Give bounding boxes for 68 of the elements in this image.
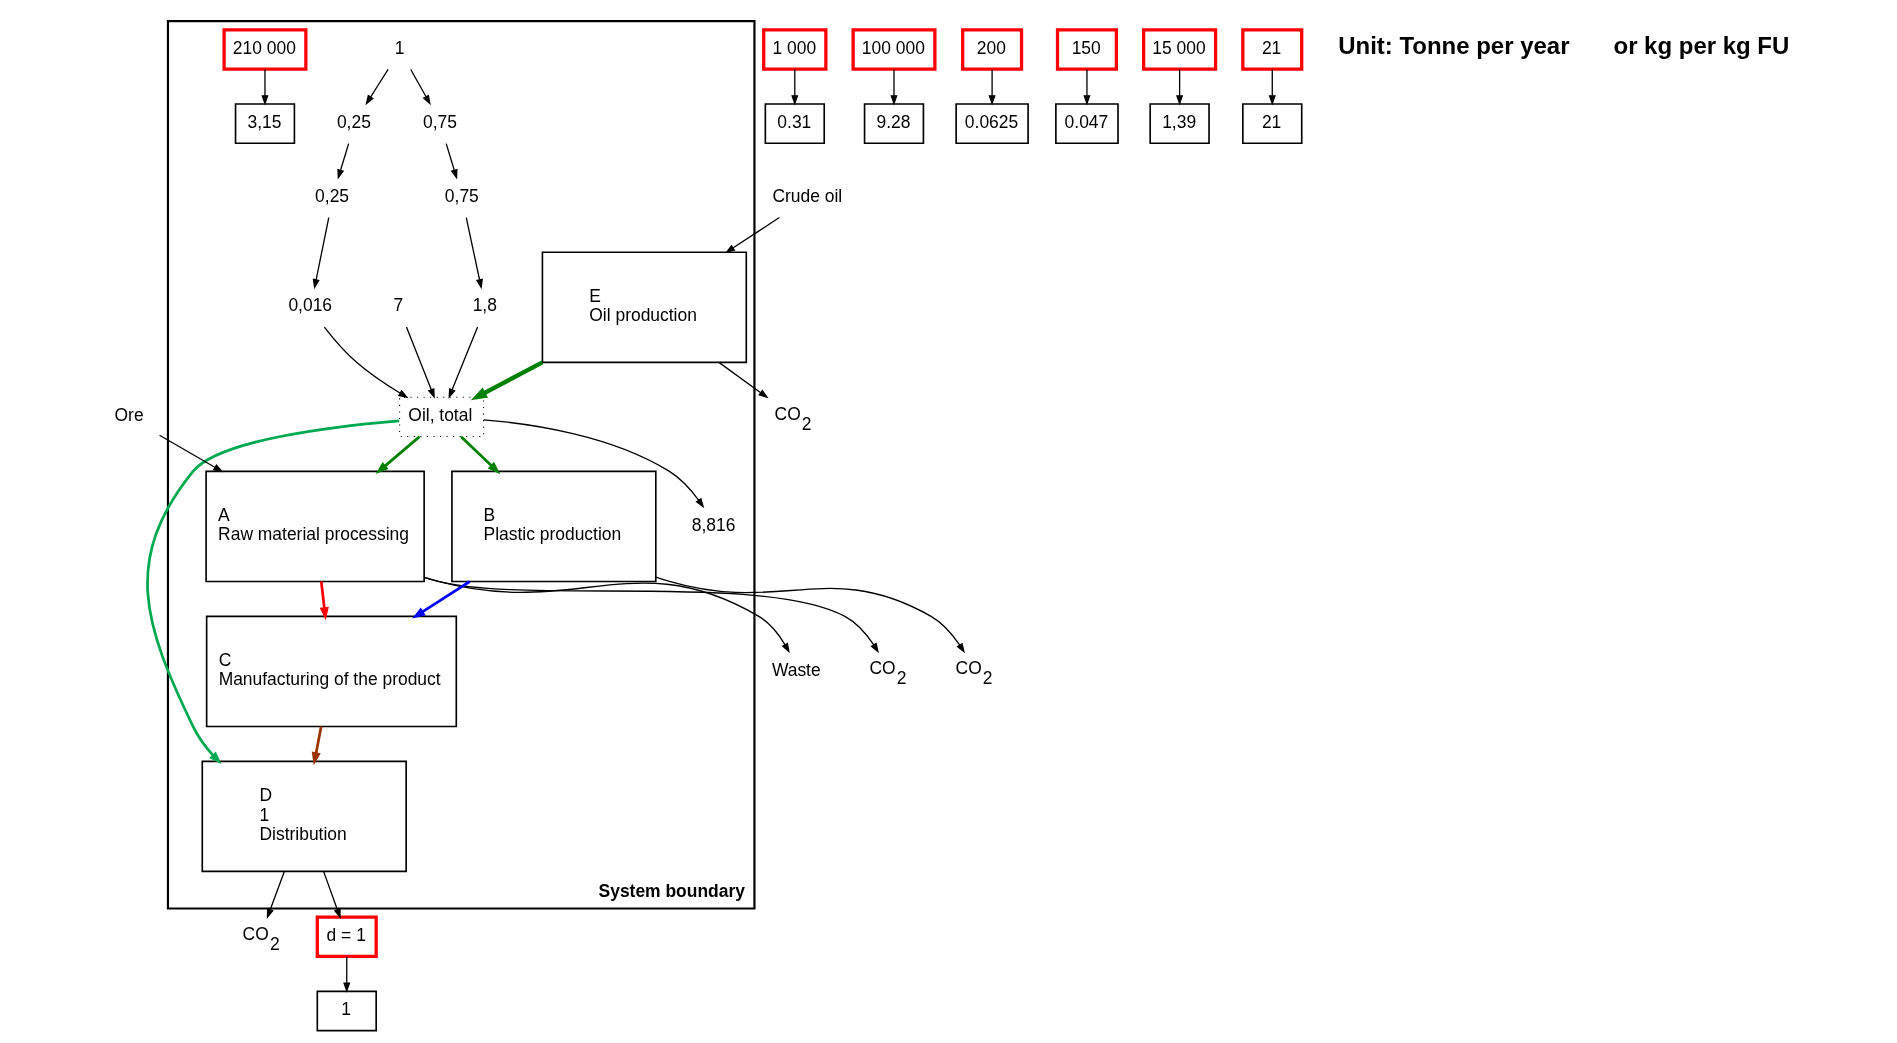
arrow bbox=[365, 68, 389, 106]
arrow bbox=[483, 419, 705, 509]
node-box: 1 bbox=[316, 990, 377, 1032]
node-box: C Manufacturing of the product bbox=[205, 615, 458, 728]
node-box: 1,39 bbox=[1149, 103, 1210, 145]
label: Unit: Tonne per year bbox=[1338, 32, 1570, 60]
node-box: 210 000 bbox=[222, 28, 308, 71]
node-text: 0,016 bbox=[288, 295, 333, 316]
node-box: 0.31 bbox=[764, 103, 826, 145]
node-box: 0.0625 bbox=[955, 103, 1029, 145]
label: or kg per kg FU bbox=[1613, 32, 1790, 60]
arrow bbox=[448, 326, 479, 399]
arrow bbox=[423, 576, 879, 654]
node-box: 21 bbox=[1242, 103, 1303, 145]
arrow bbox=[1268, 68, 1276, 106]
node-text: 1 bbox=[394, 37, 405, 58]
arrow bbox=[158, 434, 224, 473]
node-box: 100 000 bbox=[851, 28, 937, 71]
arrow bbox=[323, 326, 409, 399]
node-box: 0.047 bbox=[1055, 103, 1119, 145]
node-box: 9.28 bbox=[863, 103, 925, 145]
arrow bbox=[312, 216, 330, 290]
arrow bbox=[1083, 68, 1091, 106]
arrow bbox=[1176, 68, 1184, 106]
arrow bbox=[410, 68, 431, 106]
arrow bbox=[460, 435, 501, 475]
arrow bbox=[655, 576, 965, 654]
node-text: 7 bbox=[393, 295, 404, 316]
arrow bbox=[337, 142, 350, 180]
arrow bbox=[718, 361, 769, 399]
arrow bbox=[343, 956, 351, 993]
arrow bbox=[146, 419, 400, 765]
node-box: E Oil production bbox=[541, 251, 748, 364]
node-box: A Raw material processing bbox=[205, 470, 425, 583]
arrow bbox=[724, 216, 781, 254]
arrow bbox=[470, 360, 544, 401]
node-text: 0,25 bbox=[315, 185, 350, 206]
arrow bbox=[311, 726, 323, 766]
node-box: 3,15 bbox=[234, 103, 296, 145]
node-text: 0,25 bbox=[336, 111, 371, 132]
node-text: Crude oil bbox=[772, 185, 843, 206]
node-box: 150 bbox=[1055, 28, 1118, 71]
arrow bbox=[412, 580, 471, 619]
node-box: 15 000 bbox=[1142, 28, 1218, 71]
arrow bbox=[445, 142, 458, 180]
node-box: 1 000 bbox=[762, 28, 828, 71]
arrow bbox=[405, 326, 435, 399]
node-box: 200 bbox=[961, 28, 1024, 71]
node-box: B Plastic production bbox=[451, 470, 657, 583]
node-text: Ore bbox=[114, 404, 144, 425]
arrow bbox=[890, 68, 898, 106]
arrow bbox=[261, 68, 269, 106]
arrow bbox=[266, 871, 285, 919]
node-box: d = 1 bbox=[315, 915, 378, 959]
arrow bbox=[323, 871, 341, 919]
node-text: 8,816 bbox=[691, 514, 736, 535]
node-text: Waste bbox=[771, 659, 821, 680]
node-text: 0,75 bbox=[423, 111, 457, 132]
arrow bbox=[375, 435, 421, 474]
node-box: D 1 Distribution bbox=[201, 760, 407, 873]
arrow bbox=[988, 68, 996, 106]
node-text: 1,8 bbox=[472, 295, 497, 316]
node-box: 21 bbox=[1241, 28, 1304, 71]
arrow bbox=[465, 216, 483, 290]
arrow bbox=[319, 581, 329, 621]
node-box: Oil, total bbox=[399, 396, 485, 437]
node-text: 0,75 bbox=[444, 185, 479, 206]
arrow bbox=[791, 68, 799, 106]
